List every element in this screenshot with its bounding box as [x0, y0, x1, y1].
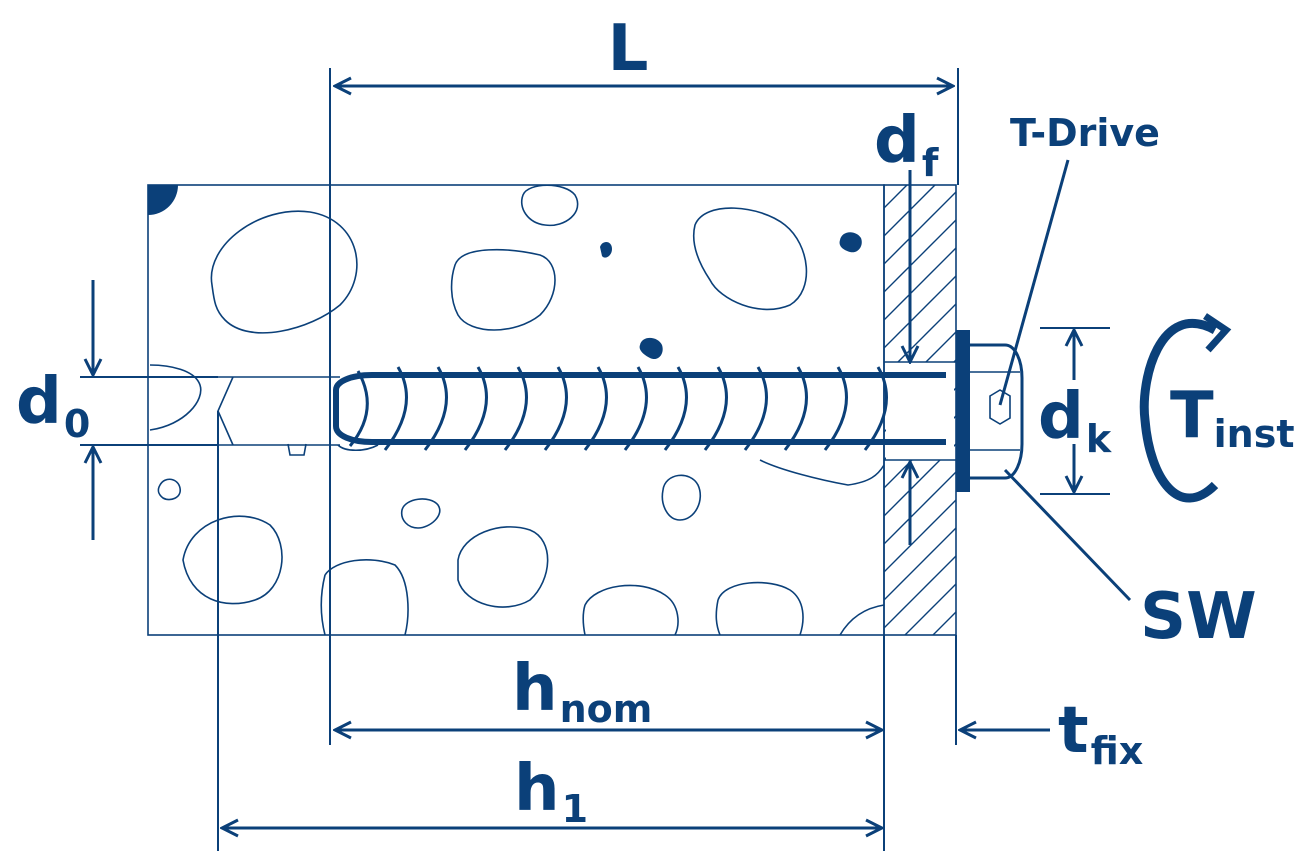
label-tinst: Tinst	[1170, 379, 1295, 456]
dimension-lines	[329, 68, 1110, 851]
label-d0: d0	[16, 365, 90, 446]
label-tfix: tfix	[1058, 694, 1143, 773]
label-sw: SW	[1140, 580, 1257, 654]
label-h1: h1	[514, 752, 588, 831]
dimension-arrows	[80, 86, 1132, 828]
label-t-drive: T-Drive	[1010, 111, 1160, 155]
fixture-plate	[883, 184, 957, 636]
concrete-screw	[333, 330, 1024, 492]
label-dk: dk	[1038, 380, 1112, 461]
rotation-arrow-icon	[1139, 313, 1232, 503]
drill-hole	[217, 376, 340, 851]
label-hnom: hnom	[512, 652, 652, 731]
label-L: L	[608, 12, 649, 86]
label-df: df	[874, 104, 939, 185]
concrete-block	[147, 184, 885, 636]
